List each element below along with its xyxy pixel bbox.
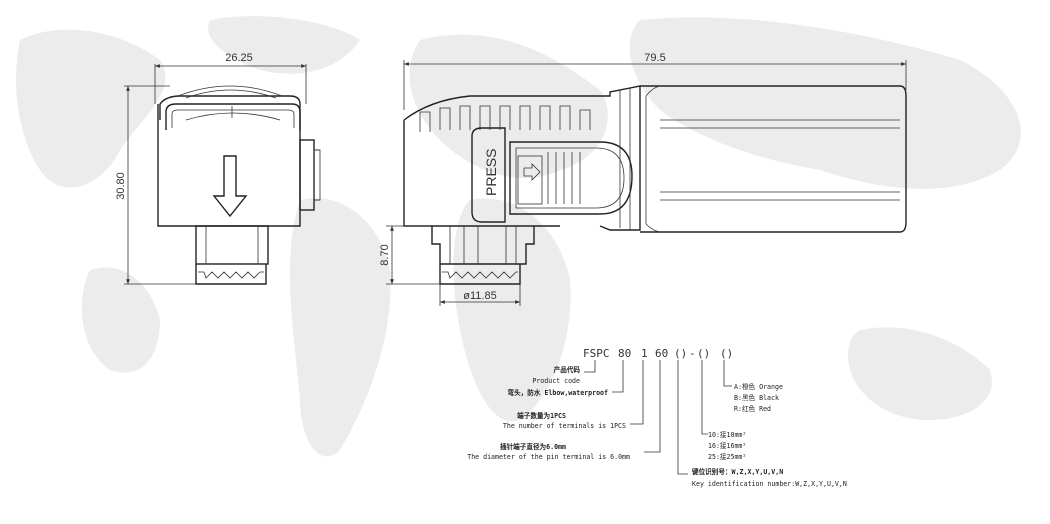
annotation-elbow: 弯头，防水 Elbow,waterproof [508,388,608,397]
front-view: 26.25 30.80 [115,52,321,285]
press-label: PRESS [483,149,499,196]
annotation-key-en: Key identification number:W,Z,X,Y,U,V,N [692,480,847,488]
annotation-pin-en: The diameter of the pin terminal is 6.0m… [467,453,630,461]
annotation-area-16: 16:接16mm² [708,441,746,450]
annotation-color-r: R:红色 Red [734,404,771,413]
annotation-terminals-cn: 端子数量为1PCS [517,411,566,420]
ribs [419,105,591,132]
code-dash: - [689,347,696,360]
annotation-product-code-en: Product code [532,377,580,385]
dimension-length: 79.5 [644,52,665,64]
annotation-key-cn: 键位识别号：W,Z,X,Y,U,V,N [691,467,783,476]
code-size: 80 [618,347,631,360]
annotation-color-a: A:橙色 Orange [734,382,783,391]
annotation-area-25: 25:接25mm² [708,452,746,461]
part-code-legend: FSPC 80 1 60 () - () () 产品代码 Product cod… [467,347,847,488]
code-area: () [697,347,710,360]
code-prefix: FSPC [583,347,610,360]
latch-teeth [547,152,581,204]
code-color: () [720,347,733,360]
annotation-area-10: 10:接10mm² [708,430,746,439]
dimension-height: 30.80 [115,172,127,200]
annotation-terminals-en: The number of terminals is 1PCS [503,422,626,430]
dimension-pin-height: 8.70 [379,244,391,265]
side-view: 79.5 PRESS [379,52,907,306]
dimension-width: 26.25 [225,52,253,64]
code-key: () [674,347,687,360]
annotation-pin-cn: 插针端子直径为6.0mm [500,442,566,451]
code-terminals: 1 [641,347,648,360]
code-diameter: 60 [655,347,668,360]
dimension-pin-diameter: ø11.85 [463,290,496,302]
annotation-color-b: B:黑色 Black [734,393,779,402]
annotation-product-code-cn: 产品代码 [554,365,581,374]
